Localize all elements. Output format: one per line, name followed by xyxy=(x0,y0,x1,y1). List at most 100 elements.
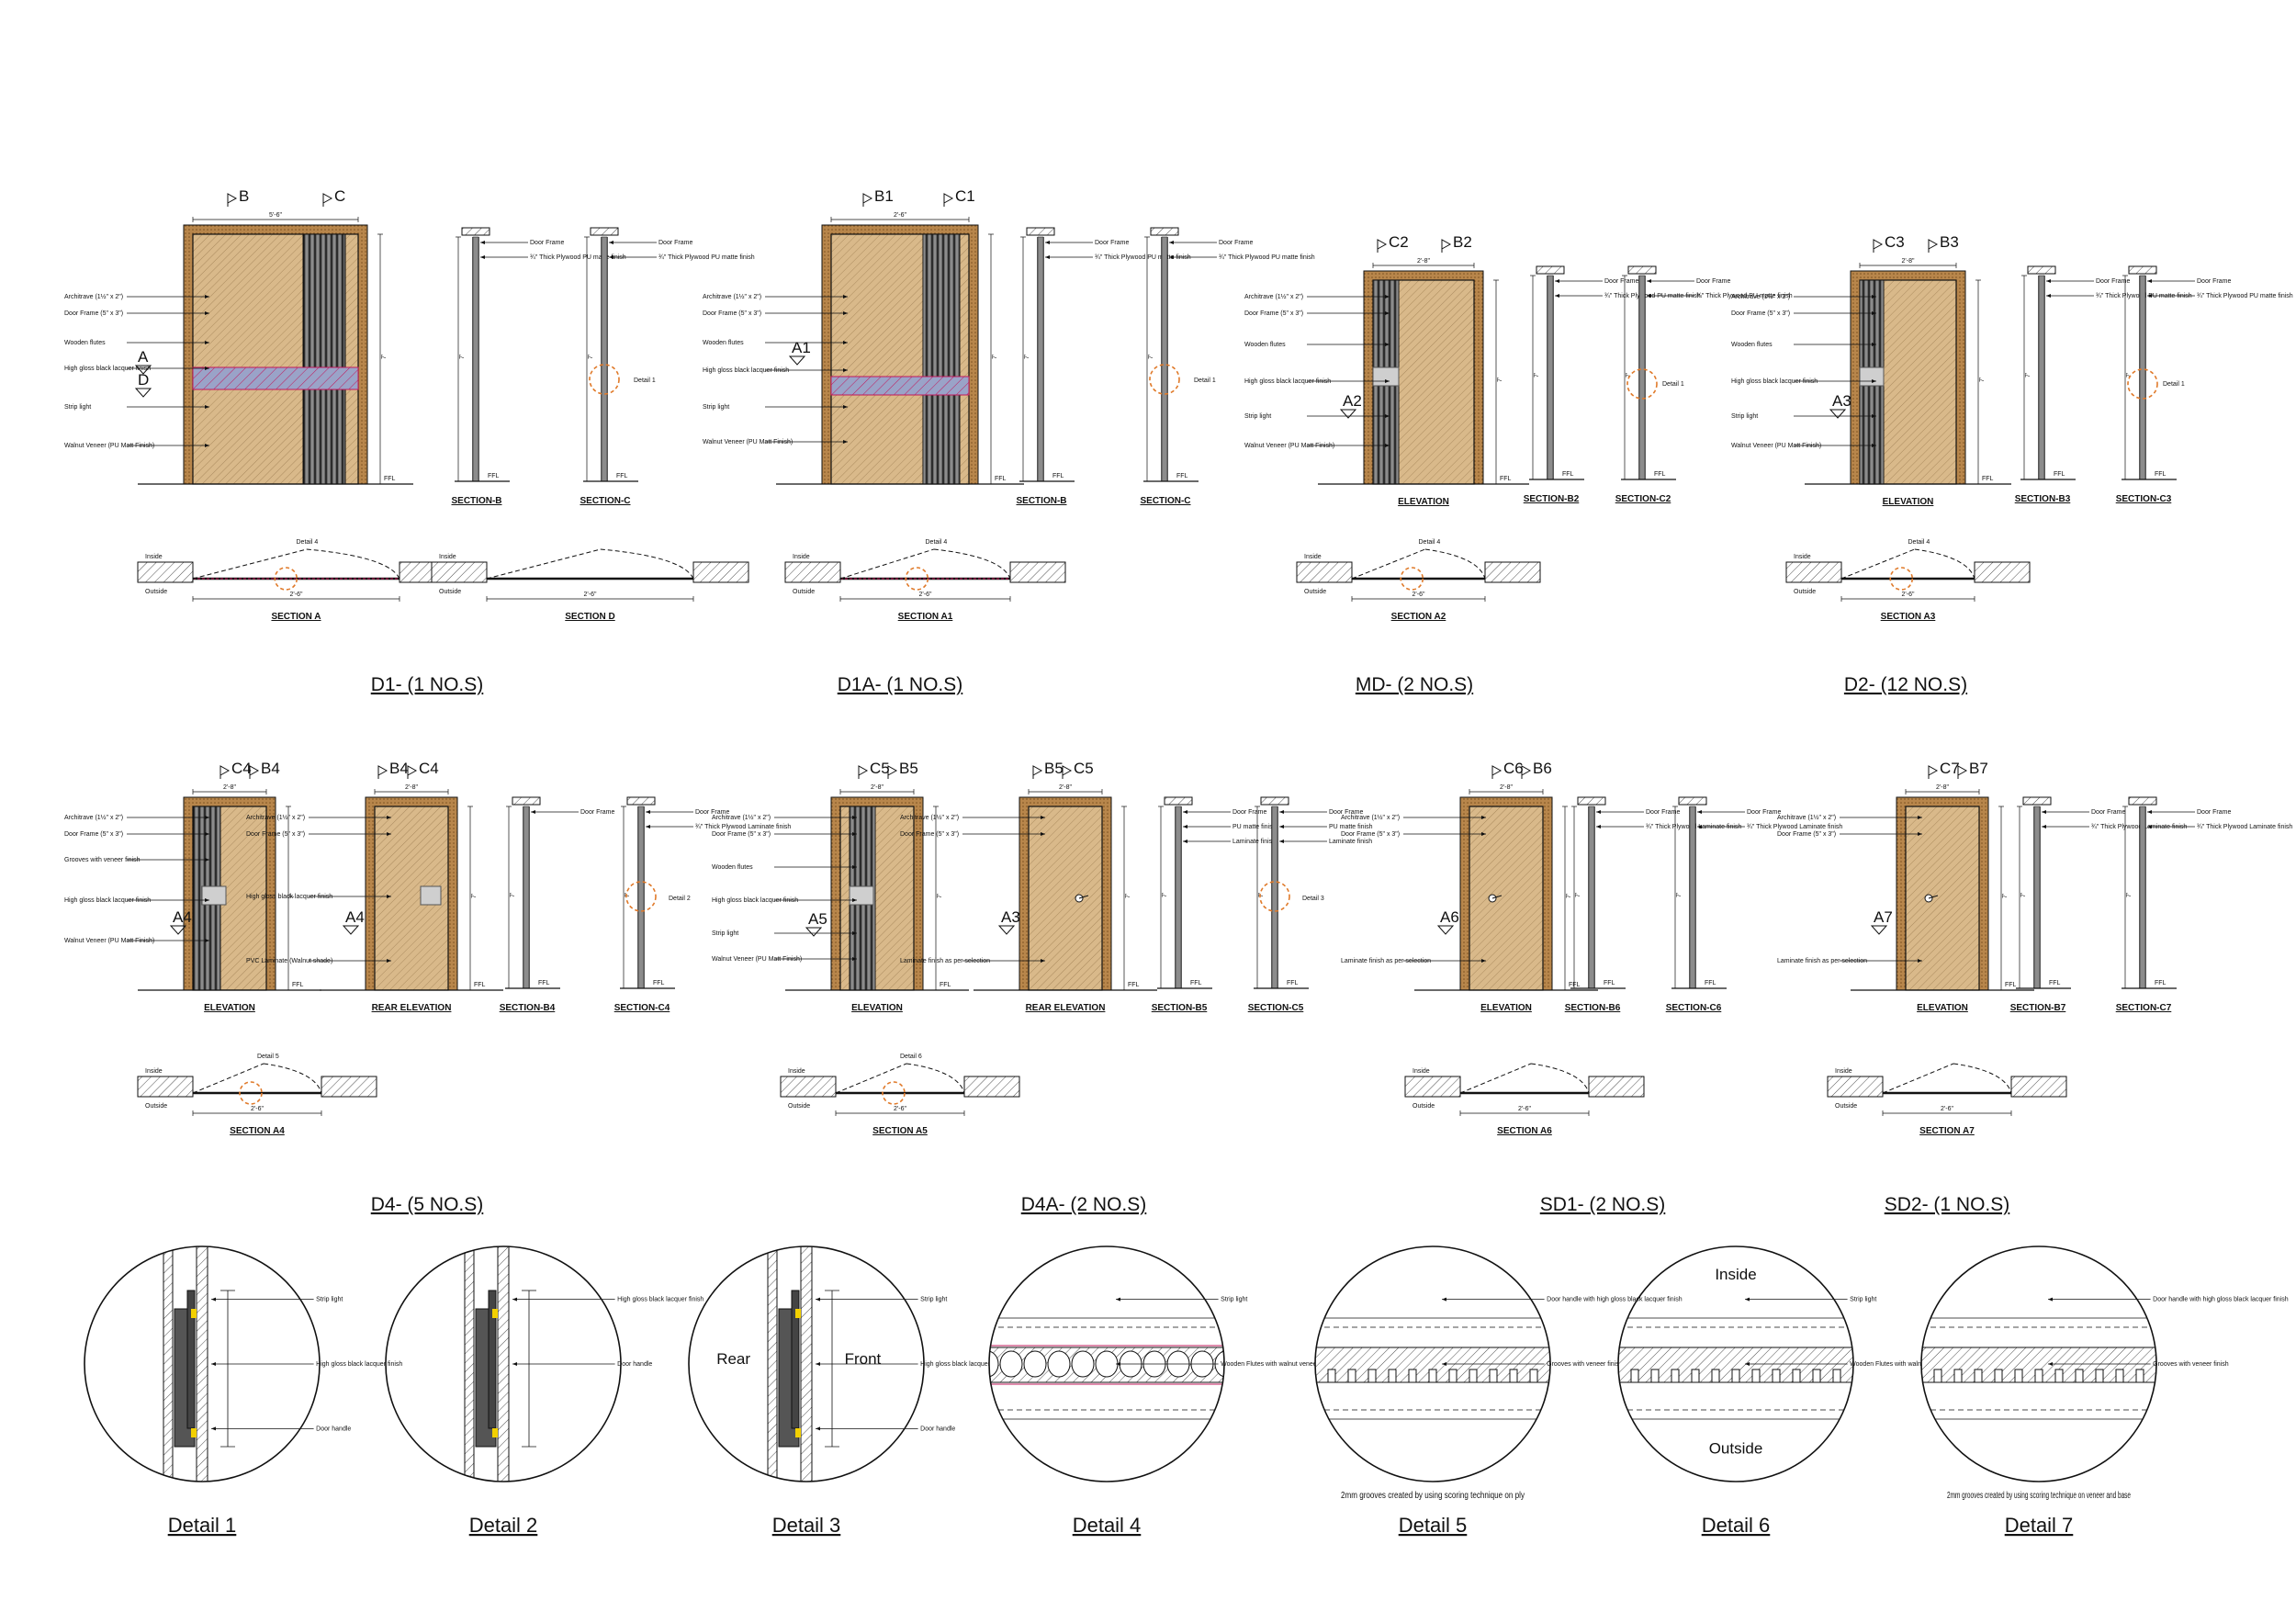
detail-callout-circle xyxy=(274,567,298,591)
glass-lite xyxy=(420,885,442,906)
marker-text: A6 xyxy=(1440,908,1459,926)
dimension-text: 2'-8" xyxy=(1059,784,1072,791)
arrowhead xyxy=(1745,1362,1750,1366)
callout-text: Architrave (1½" x 2") xyxy=(64,293,123,300)
arrowhead xyxy=(852,957,857,961)
groove xyxy=(1469,1369,1478,1383)
ffl-label: FFL xyxy=(1654,471,1666,478)
arrowhead xyxy=(1183,840,1187,843)
callout-text: PVC Laminate (Walnut shade) xyxy=(246,958,332,964)
arrowhead xyxy=(2042,825,2046,828)
tag-text: C3 xyxy=(1885,233,1905,251)
ffl-label: FFL xyxy=(2054,471,2065,478)
groove xyxy=(1691,1369,1700,1383)
arrowhead xyxy=(1045,255,1050,259)
ffl-label: FFL xyxy=(1982,476,1994,482)
wall-right xyxy=(1588,1076,1645,1098)
section-note: ¾" Thick Plywood PU matte finish xyxy=(530,254,626,261)
detail-ref: Detail 6 xyxy=(900,1054,922,1060)
section-note: ¾" Thick Plywood PU matte finish xyxy=(1696,293,1793,299)
marker-text: A3 xyxy=(1832,392,1851,410)
detail-inner xyxy=(1618,1317,1853,1420)
view-label: SECTION-B7 xyxy=(2010,1003,2066,1013)
marker-triangle xyxy=(788,355,806,366)
frame xyxy=(163,1246,174,1482)
plan-inside-label: Inside xyxy=(1794,554,1811,560)
tag-flag xyxy=(1441,239,1452,253)
ffl-label: FFL xyxy=(1500,476,1512,482)
detail-note: Strip light xyxy=(920,1297,947,1303)
view-label: SECTION A4 xyxy=(230,1126,285,1136)
swing-leaf xyxy=(839,548,934,580)
dimension-text: 7' xyxy=(2126,373,2133,378)
glass-band xyxy=(192,366,359,390)
arrowhead xyxy=(1872,311,1876,315)
header-block xyxy=(1536,265,1565,275)
arrowhead xyxy=(2147,294,2152,298)
flute xyxy=(1047,1350,1071,1378)
callout-text: Walnut Veneer (PU Matt Finish) xyxy=(1731,443,1821,449)
arrowhead xyxy=(387,816,391,819)
wooden-flutes xyxy=(922,233,961,485)
section-tag: C xyxy=(322,187,345,207)
arrowhead xyxy=(205,311,209,315)
detail-callout-circle xyxy=(1149,364,1180,395)
door-leaf-section xyxy=(1161,236,1168,482)
arrowhead xyxy=(387,895,391,898)
callout-text: High gloss black lacquer finish xyxy=(1731,378,1818,385)
view-label: SECTION-C xyxy=(580,496,631,506)
groove xyxy=(1618,1369,1619,1383)
tag-flag xyxy=(322,193,333,207)
view-label: REAR ELEVATION xyxy=(1026,1003,1106,1013)
arrowhead xyxy=(646,825,650,828)
arrowhead xyxy=(852,931,857,935)
detail-circle xyxy=(1617,1245,1854,1482)
view-label: SECTION-B6 xyxy=(1565,1003,1621,1013)
dimension-text: 7' xyxy=(1497,378,1503,382)
section-note: Door Frame xyxy=(658,240,692,246)
section-note: Door Frame xyxy=(580,809,614,816)
detail-circle xyxy=(385,1245,622,1482)
arrowhead xyxy=(2147,810,2152,814)
header-block xyxy=(590,227,619,236)
arrowhead xyxy=(1183,825,1187,828)
arrowhead xyxy=(1169,241,1174,244)
ffl-label: FFL xyxy=(1604,980,1615,986)
callout-text: Door Frame (5" x 3") xyxy=(1731,310,1790,317)
section-note: Door Frame xyxy=(1329,809,1363,816)
callout-text: Architrave (1½" x 2") xyxy=(703,293,761,300)
section-tag: B5 xyxy=(887,760,918,779)
header-block xyxy=(1260,796,1289,806)
header-block xyxy=(461,227,490,236)
swing-arc xyxy=(933,548,1011,580)
callout-text: High gloss black lacquer finish xyxy=(64,366,151,372)
header-block xyxy=(1627,265,1657,275)
strip-light xyxy=(492,1309,498,1318)
view-label: SECTION-C3 xyxy=(2116,494,2172,504)
dimension-text: 2'-6" xyxy=(290,592,303,598)
view-label: SECTION A xyxy=(271,612,321,622)
callout-text: Door Frame (5" x 3") xyxy=(246,831,305,838)
tag-text: B5 xyxy=(899,760,918,777)
marker-text: A1 xyxy=(792,339,811,356)
detail-inner xyxy=(767,1246,839,1482)
arrowhead xyxy=(1872,379,1876,383)
detail-ref: Detail 5 xyxy=(257,1054,279,1060)
callout-text: Door Frame (5" x 3") xyxy=(703,310,761,317)
marker-text: A5 xyxy=(808,910,827,928)
ffl-label: FFL xyxy=(488,473,500,479)
detail-circle xyxy=(988,1245,1225,1482)
section-tag: C4 xyxy=(407,760,439,779)
detail-note: Strip light xyxy=(1850,1297,1876,1303)
arrowhead xyxy=(205,858,209,862)
callout-text: Architrave (1½" x 2") xyxy=(1777,814,1836,821)
callout-text: Architrave (1½" x 2") xyxy=(900,814,959,821)
arrowhead xyxy=(1918,959,1922,963)
dimension-text: 7' xyxy=(2002,894,2009,898)
